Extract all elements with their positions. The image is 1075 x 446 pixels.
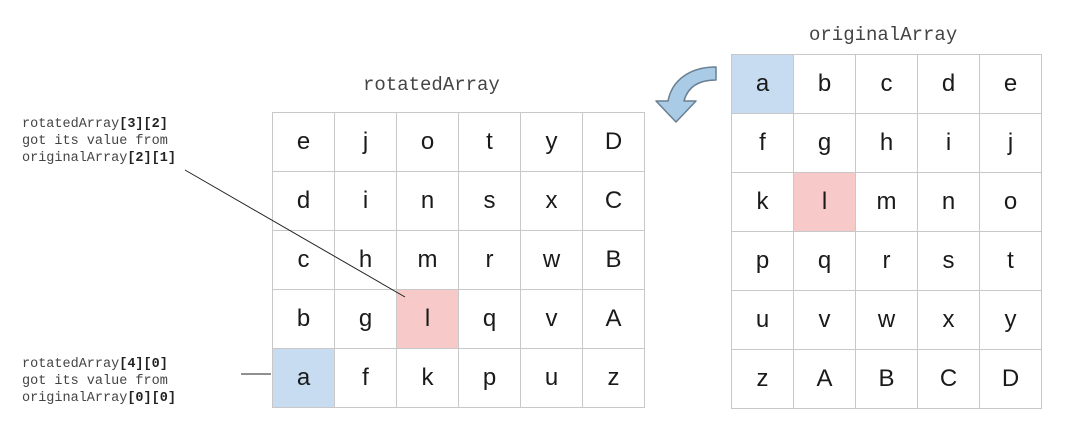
- rotated-cell-3-3: q: [459, 290, 521, 349]
- original-cell-5-4: D: [980, 350, 1042, 409]
- rotated-cell-4-3: p: [459, 349, 521, 408]
- rotated-cell-0-0: e: [273, 113, 335, 172]
- rotated-cell-2-4: w: [521, 231, 583, 290]
- rotated-cell-1-3: s: [459, 172, 521, 231]
- annotation-index: [0][0]: [127, 391, 176, 406]
- original-cell-2-4: o: [980, 173, 1042, 232]
- original-array-title: originalArray: [809, 24, 958, 46]
- annotation-line: originalArray[0][0]: [22, 390, 176, 407]
- annotation-text: originalArray: [22, 391, 128, 406]
- rotated-cell-1-4: x: [521, 172, 583, 231]
- original-cell-0-4: e: [980, 55, 1042, 114]
- original-cell-0-0: a: [732, 55, 794, 114]
- rotated-cell-0-1: j: [335, 113, 397, 172]
- rotated-cell-2-5: B: [583, 231, 645, 290]
- rotated-cell-0-2: o: [397, 113, 459, 172]
- original-cell-4-0: u: [732, 291, 794, 350]
- rotated-cell-1-1: i: [335, 172, 397, 231]
- original-cell-3-2: r: [856, 232, 918, 291]
- rotated-array-title: rotatedArray: [363, 74, 500, 96]
- rotated-cell-3-5: A: [583, 290, 645, 349]
- annotation-text: got its value from: [22, 374, 168, 389]
- original-cell-2-1: l: [794, 173, 856, 232]
- original-cell-0-1: b: [794, 55, 856, 114]
- original-cell-2-2: m: [856, 173, 918, 232]
- original-cell-0-3: d: [918, 55, 980, 114]
- rotated-cell-3-4: v: [521, 290, 583, 349]
- rotated-cell-1-0: d: [273, 172, 335, 231]
- annotation-text: got its value from: [22, 134, 168, 149]
- annotation-text: rotatedArray: [22, 357, 120, 372]
- rotated-cell-4-5: z: [583, 349, 645, 408]
- original-cell-2-3: n: [918, 173, 980, 232]
- annotation-index: [3][2]: [119, 117, 168, 132]
- annotation-rotated-4-0: rotatedArray[4][0] got its value from or…: [22, 356, 176, 407]
- annotation-text: originalArray: [22, 151, 128, 166]
- original-cell-1-0: f: [732, 114, 794, 173]
- original-cell-0-2: c: [856, 55, 918, 114]
- annotation-rotated-3-2: rotatedArray[3][2] got its value from or…: [22, 116, 176, 167]
- rotated-cell-4-0: a: [273, 349, 335, 408]
- connector-line-to-l-cell: [184, 169, 406, 298]
- rotated-cell-2-0: c: [273, 231, 335, 290]
- original-cell-5-3: C: [918, 350, 980, 409]
- original-cell-3-3: s: [918, 232, 980, 291]
- annotation-index: [4][0]: [119, 357, 168, 372]
- original-cell-3-1: q: [794, 232, 856, 291]
- rotated-cell-2-3: r: [459, 231, 521, 290]
- rotated-cell-3-1: g: [335, 290, 397, 349]
- annotation-text: rotatedArray: [22, 117, 120, 132]
- original-cell-4-4: y: [980, 291, 1042, 350]
- annotation-line: got its value from: [22, 373, 176, 390]
- original-cell-5-2: B: [856, 350, 918, 409]
- rotated-cell-0-5: D: [583, 113, 645, 172]
- rotated-cell-1-2: n: [397, 172, 459, 231]
- rotated-cell-2-2: m: [397, 231, 459, 290]
- original-cell-5-1: A: [794, 350, 856, 409]
- original-cell-5-0: z: [732, 350, 794, 409]
- rotated-cell-0-4: y: [521, 113, 583, 172]
- annotation-line: originalArray[2][1]: [22, 150, 176, 167]
- original-cell-4-2: w: [856, 291, 918, 350]
- annotation-line: rotatedArray[4][0]: [22, 356, 176, 373]
- original-cell-2-0: k: [732, 173, 794, 232]
- annotation-index: [2][1]: [127, 151, 176, 166]
- rotated-cell-1-5: C: [583, 172, 645, 231]
- rotated-cell-3-0: b: [273, 290, 335, 349]
- original-cell-4-3: x: [918, 291, 980, 350]
- rotated-cell-2-1: h: [335, 231, 397, 290]
- original-cell-1-4: j: [980, 114, 1042, 173]
- original-cell-3-0: p: [732, 232, 794, 291]
- original-cell-1-1: g: [794, 114, 856, 173]
- original-cell-4-1: v: [794, 291, 856, 350]
- curved-arrow-icon: [655, 66, 717, 123]
- rotated-cell-3-2: l: [397, 290, 459, 349]
- original-cell-1-2: h: [856, 114, 918, 173]
- rotated-cell-4-2: k: [397, 349, 459, 408]
- rotated-cell-4-1: f: [335, 349, 397, 408]
- original-cell-3-4: t: [980, 232, 1042, 291]
- original-cell-1-3: i: [918, 114, 980, 173]
- annotation-line: got its value from: [22, 133, 176, 150]
- rotated-cell-4-4: u: [521, 349, 583, 408]
- rotated-cell-0-3: t: [459, 113, 521, 172]
- annotation-line: rotatedArray[3][2]: [22, 116, 176, 133]
